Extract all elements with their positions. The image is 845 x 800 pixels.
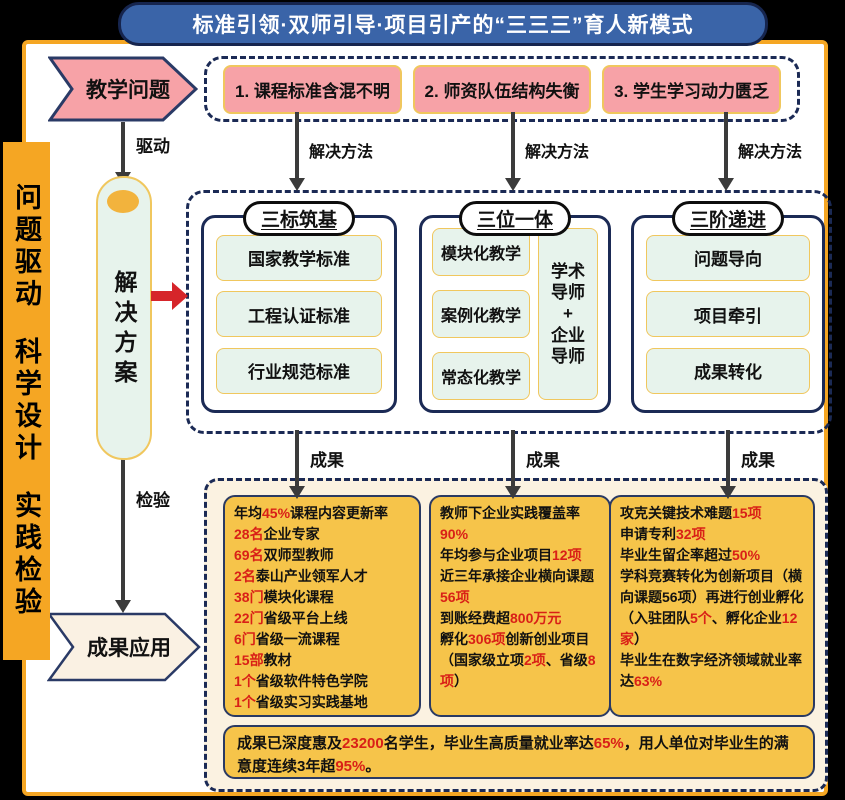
outcome-application-shape: 成果应用 xyxy=(47,612,201,682)
problem-item-3: 3. 学生学习动力匮乏 xyxy=(602,64,781,114)
solutions-container: 三标筑基 国家教学标准 工程认证标准 行业规范标准 三位一体 模块化教学 案例化… xyxy=(186,190,832,434)
problem-item-1: 1. 课程标准含混不明 xyxy=(223,64,402,114)
group-header-3: 三阶递进 xyxy=(671,201,785,236)
group-header-1: 三标筑基 xyxy=(242,201,356,236)
outcome-connector-line xyxy=(726,430,730,486)
left-phase-bar: 问题驱动 科学设计 实践检验 xyxy=(3,142,50,660)
teaching-problem-shape: 教学问题 xyxy=(48,56,198,122)
method-connector-line xyxy=(511,112,515,178)
test-arrowhead-icon xyxy=(115,600,131,613)
phase-label-practice-test: 实践检验 xyxy=(11,491,41,619)
problems-container: 1. 课程标准含混不明 2. 师资队伍结构失衡 3. 学生学习动力匮乏 xyxy=(204,56,800,122)
problem-item-2: 2. 师资队伍结构失衡 xyxy=(412,64,592,114)
page-title: 标准引领·双师引导·项目引产的“三三三”育人新模式 xyxy=(192,14,694,37)
method-label-3: 解决方法 xyxy=(738,144,803,161)
outcome-arrowhead-icon xyxy=(289,486,305,499)
drive-connector-line xyxy=(121,122,125,172)
test-label: 检验 xyxy=(136,491,170,510)
solution-item: 工程认证标准 xyxy=(216,291,382,337)
solution-plan-capsule: 解决方案 xyxy=(96,176,152,460)
drive-label: 驱动 xyxy=(136,137,170,156)
chevron-arrow-icon xyxy=(48,56,198,122)
solution-group-standards: 三标筑基 国家教学标准 工程认证标准 行业规范标准 xyxy=(201,201,397,413)
outcome-connector-line xyxy=(511,430,515,486)
solution-plan-label: 解决方案 xyxy=(111,270,137,390)
method-connector-line xyxy=(724,112,728,178)
solution-item: 案例化教学 xyxy=(432,290,530,338)
phase-label-scientific-design: 科学设计 xyxy=(11,337,41,465)
outcome-connector-line xyxy=(295,430,299,486)
outcome-arrowhead-icon xyxy=(720,486,736,499)
group-items: 问题导向 项目牵引 成果转化 xyxy=(634,218,822,410)
solution-item: 成果转化 xyxy=(646,347,810,394)
red-right-arrow-icon xyxy=(151,282,188,310)
capsule-dot-icon xyxy=(107,190,139,213)
solution-item: 问题导向 xyxy=(646,234,810,281)
outcome-label-3: 成果 xyxy=(741,451,775,470)
mentor-box: 学术 导师 + 企业 导师 xyxy=(538,228,598,400)
result-summary-box: 成果已深度惠及23200名学生，毕业生高质量就业率达65%，用人单位对毕业生的满… xyxy=(223,725,815,779)
teaching-problem-label: 教学问题 xyxy=(86,79,170,102)
chevron-arrow-icon xyxy=(47,612,201,682)
test-connector-line xyxy=(121,458,125,600)
outcome-label-2: 成果 xyxy=(526,451,560,470)
title-banner: 标准引领·双师引导·项目引产的“三三三”育人新模式 xyxy=(118,2,768,46)
solution-group-trinity: 三位一体 模块化教学 案例化教学 常态化教学 学术 导师 + 企业 导师 xyxy=(419,201,611,413)
solution-item: 项目牵引 xyxy=(646,291,810,337)
method-arrowhead-icon xyxy=(505,178,521,191)
outcome-application-label: 成果应用 xyxy=(87,637,171,660)
method-label-1: 解决方法 xyxy=(309,144,374,161)
result-box-progression: 攻克关键技术难题15项申请专利32项毕业生留企率超过50%学科竞赛转化为创新项目… xyxy=(609,495,815,717)
solution-item: 国家教学标准 xyxy=(216,234,382,281)
method-arrowhead-icon xyxy=(289,178,305,191)
solution-item: 行业规范标准 xyxy=(216,347,382,394)
phase-label-problem-driven: 问题驱动 xyxy=(11,183,41,311)
solution-group-progression: 三阶递进 问题导向 项目牵引 成果转化 xyxy=(631,201,825,413)
outcome-label-1: 成果 xyxy=(310,451,344,470)
solution-item: 常态化教学 xyxy=(432,352,530,400)
solution-item: 模块化教学 xyxy=(432,228,530,276)
group-items: 模块化教学 案例化教学 常态化教学 学术 导师 + 企业 导师 xyxy=(422,218,608,410)
method-label-2: 解决方法 xyxy=(525,144,590,161)
result-box-trinity: 教师下企业实践覆盖率90%年均参与企业项目12项近三年承接企业横向课题56项到账… xyxy=(429,495,611,717)
outcome-arrowhead-icon xyxy=(505,486,521,499)
method-connector-line xyxy=(295,112,299,178)
group-header-2: 三位一体 xyxy=(458,201,572,236)
method-arrowhead-icon xyxy=(718,178,734,191)
group-items: 国家教学标准 工程认证标准 行业规范标准 xyxy=(204,218,394,410)
